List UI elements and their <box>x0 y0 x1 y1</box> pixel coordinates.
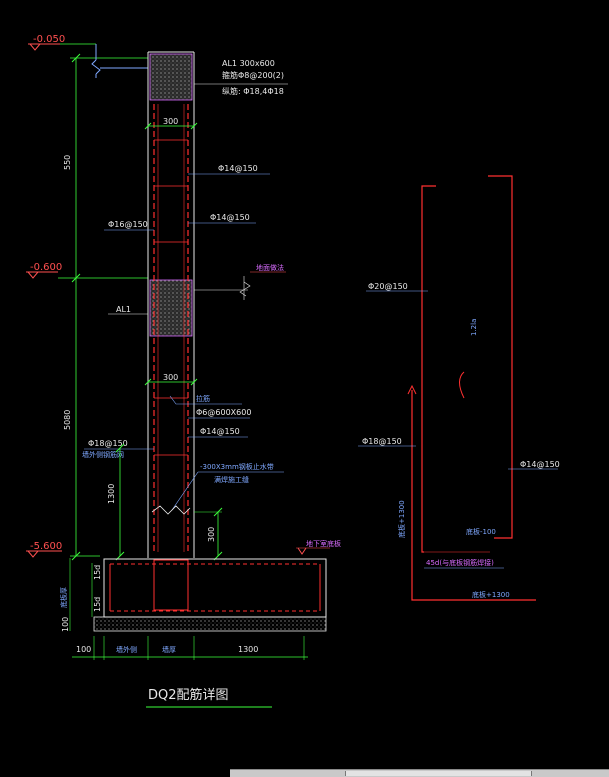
dim-wall-width-mid: 300 <box>144 373 198 386</box>
svg-text:15d: 15d <box>93 565 102 580</box>
rebar-note-outer: Φ18@150 墙外侧钢筋网 <box>82 439 154 459</box>
detail-left-bar: Φ20@150 <box>366 282 428 292</box>
svg-text:Φ16@150: Φ16@150 <box>108 220 148 229</box>
svg-text:墙外侧钢筋网: 墙外侧钢筋网 <box>82 450 124 459</box>
dim-step-300: 300 <box>194 507 223 561</box>
beam-bars: 纵筋: Φ18,4Φ18 <box>222 86 284 96</box>
svg-text:Φ14@150: Φ14@150 <box>200 427 240 436</box>
detail-left-bar-2: Φ18@150 <box>358 437 416 447</box>
detail-vert-label: 底板+1300 <box>397 500 406 538</box>
dim-wall-width-mid-label: 300 <box>163 373 178 382</box>
svg-text:300: 300 <box>207 527 216 542</box>
dim-lower-height: 5080 <box>63 410 72 430</box>
beam-mid-label-group: AL1 <box>108 305 148 315</box>
elevation-marker-top: -0.050 <box>28 34 96 51</box>
tie-notes: 拉筋 Φ6@600X600 Φ14@150 <box>169 394 251 438</box>
detail-lap-length: 1.2la <box>470 319 478 336</box>
elevation-top-label: -0.050 <box>33 34 65 45</box>
elevation-bottom-label: -5.600 <box>30 541 62 552</box>
detail-rebar-outline <box>407 175 536 601</box>
detail-anchor-note: 45d(与底板钢筋焊接) <box>424 558 504 569</box>
beam-stirrup: 箍筋Φ8@200(2) <box>222 70 284 80</box>
anchor-labels: 15d 15d 底板厚 <box>59 558 102 617</box>
beam-notes-top: AL1 300x600 箍筋Φ8@200(2) 纵筋: Φ18,4Φ18 <box>194 59 288 96</box>
svg-text:15d: 15d <box>93 597 102 612</box>
ground-marker-top: 地面做法 <box>194 263 286 300</box>
elevation-marker-bottom: -5.600 <box>26 541 62 558</box>
detail-bottom-label: 底板+1300 <box>472 590 510 599</box>
beam-al1-middle <box>149 279 193 337</box>
ground-top-label: 地面做法 <box>256 263 284 272</box>
drawing-title-group: DQ2配筋详图 <box>146 687 272 708</box>
beam-mid-label: AL1 <box>116 305 131 314</box>
dim-bottom-horizontal: 100 墙外侧 墙厚 1300 <box>72 636 308 660</box>
dim-lap-1300: 1300 <box>107 443 125 561</box>
beam-name: AL1 300x600 <box>222 59 275 68</box>
elevation-middle-label: -0.600 <box>30 262 62 273</box>
wall-horizontal-ties <box>154 139 188 456</box>
svg-text:1300: 1300 <box>107 484 116 504</box>
detail-lap-curve <box>459 371 465 399</box>
svg-text:-300X3mm钢板止水带: -300X3mm钢板止水带 <box>200 462 274 471</box>
svg-text:100: 100 <box>76 645 91 654</box>
svg-text:Φ14@150: Φ14@150 <box>210 213 250 222</box>
tie-label: 拉筋 <box>196 394 210 403</box>
dim-wall-width-top-label: 300 <box>163 117 178 126</box>
dim-wall-width-top: 300 <box>144 117 198 130</box>
waterstop-note: -300X3mm钢板止水带 满焊施工缝 <box>151 462 284 515</box>
elevation-marker-middle: -0.600 <box>26 262 148 279</box>
detail-right-bar: Φ14@150 <box>508 460 560 470</box>
svg-text:1300: 1300 <box>238 645 258 654</box>
wall-vertical-rebars <box>153 104 189 552</box>
rebar-note-3: Φ16@150 <box>104 220 154 231</box>
detail-base-label: 底板-100 <box>466 527 496 536</box>
svg-text:45d(与底板钢筋焊接): 45d(与底板钢筋焊接) <box>426 558 494 567</box>
break-line-top <box>91 44 148 78</box>
ground-marker-bottom: 地下室底板 <box>296 539 341 555</box>
dimension-vertical-left: 550 5080 <box>63 53 148 561</box>
svg-text:Φ6@600X600: Φ6@600X600 <box>196 408 251 417</box>
svg-text:Φ20@150: Φ20@150 <box>368 282 408 291</box>
bedding-layer <box>93 616 327 632</box>
svg-text:Φ18@150: Φ18@150 <box>88 439 128 448</box>
svg-text:Φ18@150: Φ18@150 <box>362 437 402 446</box>
svg-text:Φ14@150: Φ14@150 <box>520 460 560 469</box>
svg-text:满焊施工缝: 满焊施工缝 <box>214 475 249 484</box>
dim-bedding: 100 <box>61 617 71 632</box>
svg-text:100: 100 <box>61 617 70 632</box>
svg-text:Φ14@150: Φ14@150 <box>218 164 258 173</box>
drawing-title: DQ2配筋详图 <box>148 687 229 703</box>
dim-upper-height: 550 <box>63 155 72 170</box>
ground-bottom-label: 地下室底板 <box>306 539 341 548</box>
svg-text:墙外侧: 墙外侧 <box>116 645 137 654</box>
beam-al1-top <box>149 53 193 101</box>
footing-slab <box>103 558 327 618</box>
status-bar-tab[interactable] <box>345 771 532 776</box>
rebar-note-2: Φ14@150 <box>188 213 256 224</box>
svg-text:底板厚: 底板厚 <box>59 587 68 608</box>
rebar-note-1: Φ14@150 <box>188 164 270 175</box>
wall-outline <box>147 51 195 558</box>
svg-text:墙厚: 墙厚 <box>162 645 176 654</box>
